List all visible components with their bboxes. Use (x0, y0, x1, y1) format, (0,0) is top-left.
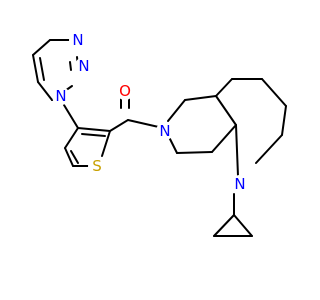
atom-s-thiophene: S (88, 157, 106, 175)
atom-n-triazole-top: N (69, 31, 87, 49)
bond (37, 81, 53, 101)
bond (176, 151, 213, 154)
atom-label: N (55, 87, 66, 105)
bond (109, 119, 129, 132)
bond (63, 104, 79, 129)
bond (39, 57, 45, 81)
atom-label: N (78, 57, 89, 75)
atom-labels: N N N O S N N (52, 31, 249, 193)
bond (167, 99, 186, 122)
bond (64, 147, 74, 167)
atom-label: N (234, 175, 245, 193)
bond (213, 214, 235, 237)
bonds (32, 39, 287, 237)
atom-n-amide: N (156, 122, 174, 140)
bond (101, 130, 111, 157)
bond (281, 105, 287, 136)
bond (255, 134, 283, 164)
atom-label: N (72, 31, 83, 49)
atom-label: O (119, 82, 131, 100)
bond (184, 95, 217, 101)
bond (261, 78, 287, 107)
bond (70, 150, 79, 164)
bond (77, 127, 111, 132)
bond (233, 214, 253, 237)
atom-label: N (159, 122, 170, 140)
atom-n-triazole-mid: N (75, 57, 93, 75)
atom-label: S (92, 157, 102, 175)
bond (235, 124, 239, 177)
bond (32, 39, 51, 56)
bond (64, 127, 79, 149)
bond (215, 78, 233, 97)
bond (215, 95, 237, 126)
bond (81, 133, 106, 137)
bond (69, 61, 72, 71)
atom-o-carbonyl: O (116, 82, 134, 100)
molecule-structure-diagram: N N N O S N N (32, 31, 287, 237)
bond (211, 124, 237, 153)
atom-n-bicyclic: N (231, 175, 249, 193)
atom-n-triazole-attach: N (52, 87, 70, 105)
bond (32, 54, 39, 83)
